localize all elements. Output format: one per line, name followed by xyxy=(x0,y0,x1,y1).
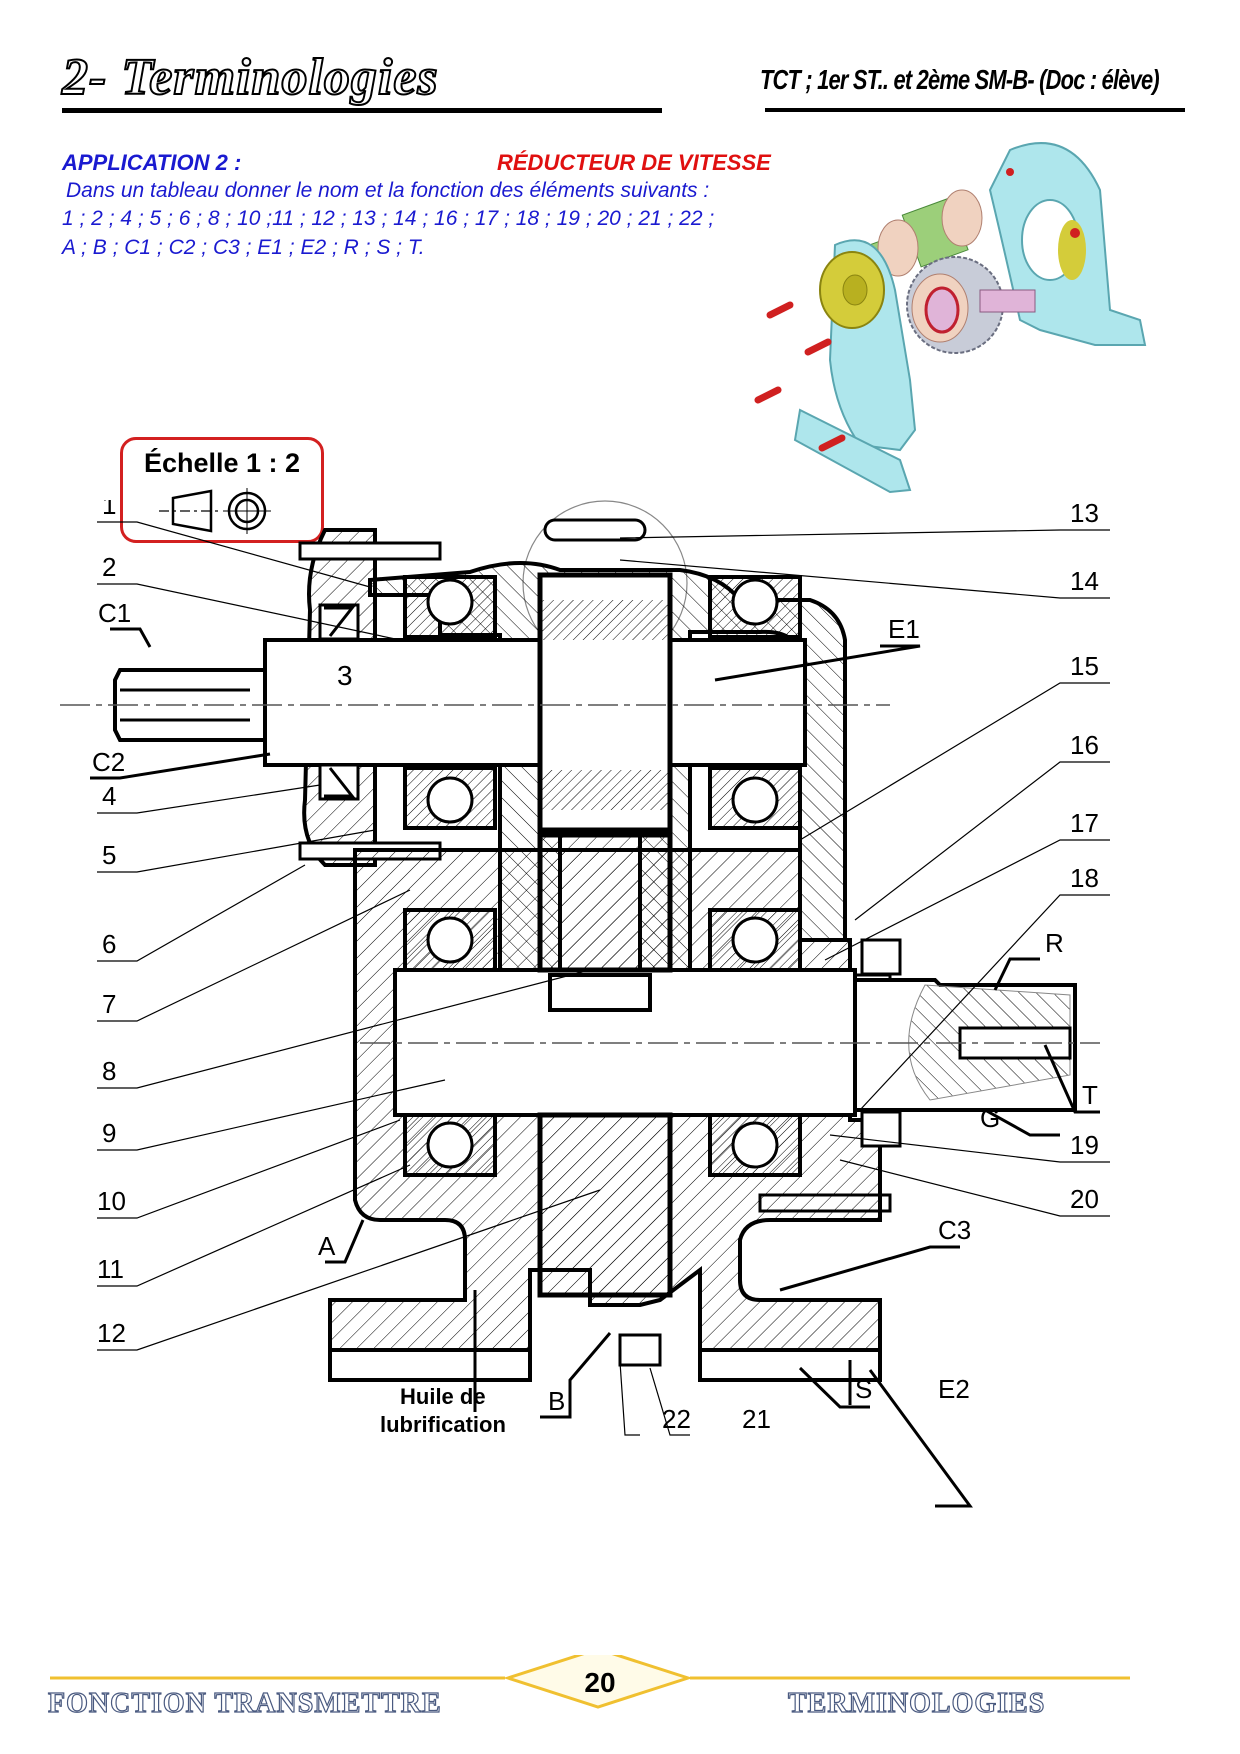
label-A: A xyxy=(318,1231,336,1261)
label-4: 4 xyxy=(102,781,116,811)
label-R: R xyxy=(1045,928,1064,958)
label-15: 15 xyxy=(1070,651,1099,681)
label-12: 12 xyxy=(97,1318,126,1348)
items-list-line1: 1 ; 2 ; 4 ; 5 ; 6 ; 8 ; 10 ;11 ; 12 ; 13… xyxy=(62,207,715,230)
housing-right xyxy=(988,142,1147,346)
housing-left xyxy=(793,239,917,494)
screws xyxy=(754,301,846,452)
label-8: 8 xyxy=(102,1056,116,1086)
label-T: T xyxy=(1082,1080,1098,1110)
oil-label-line2: lubrification xyxy=(380,1412,506,1437)
page-number: 20 xyxy=(584,1667,616,1698)
items-list-line2: A ; B ; C1 ; C2 ; C3 ; E1 ; E2 ; R ; S ;… xyxy=(62,236,425,259)
label-5: 5 xyxy=(102,840,116,870)
title-underline xyxy=(62,108,662,113)
footer-left-text: FONCTION TRANSMETTRE xyxy=(47,1687,442,1719)
leader-lines-right xyxy=(619,529,1110,1436)
label-20: 20 xyxy=(1070,1184,1099,1214)
leader-lines-left xyxy=(97,521,601,1351)
label-22: 22 xyxy=(662,1404,691,1434)
scale-label: Échelle 1 : 2 xyxy=(143,448,301,478)
label-14: 14 xyxy=(1070,566,1099,596)
assembly-drawing: 1 2 C1 C2 4 5 6 7 8 9 10 11 12 3 13 14 E… xyxy=(60,500,1110,1508)
label-E1: E1 xyxy=(888,614,920,644)
oil-label-line1: Huile de xyxy=(400,1384,486,1409)
label-18: 18 xyxy=(1070,863,1099,893)
drain-plug-22 xyxy=(618,1333,662,1367)
footer-right-text: TERMINOLOGIES xyxy=(787,1687,1046,1719)
scale-box: Échelle 1 : 2 xyxy=(120,437,324,543)
bearing-upper-left xyxy=(403,575,497,830)
seal-2 xyxy=(318,603,360,801)
leader-lines-bold xyxy=(90,627,1100,1508)
label-16: 16 xyxy=(1070,730,1099,760)
label-21: 21 xyxy=(742,1404,771,1434)
label-9: 9 xyxy=(102,1118,116,1148)
instruction-text: Dans un tableau donner le nom et la fonc… xyxy=(66,179,710,202)
label-10: 10 xyxy=(97,1186,126,1216)
label-C3: C3 xyxy=(938,1215,971,1245)
footer-decoration xyxy=(50,1655,1130,1709)
seal-18 xyxy=(860,938,902,1148)
projection-symbol-icon xyxy=(159,488,271,534)
label-17: 17 xyxy=(1070,808,1099,838)
label-2: 2 xyxy=(102,552,116,582)
bearing-upper-right xyxy=(708,575,802,830)
section-title: 2- Terminologies xyxy=(61,48,439,107)
pin-13 xyxy=(543,518,647,542)
label-7: 7 xyxy=(102,989,116,1019)
label-G: G xyxy=(980,1103,1000,1133)
application-title: APPLICATION 2 : xyxy=(62,150,242,175)
label-3: 3 xyxy=(337,660,353,691)
label-11: 11 xyxy=(97,1254,124,1284)
label-S: S xyxy=(855,1374,872,1404)
label-6: 6 xyxy=(102,929,116,959)
label-1: 1 xyxy=(102,500,116,520)
label-E2: E2 xyxy=(938,1374,970,1404)
label-19: 19 xyxy=(1070,1130,1099,1160)
label-C2: C2 xyxy=(92,747,125,777)
label-C1: C1 xyxy=(98,598,131,628)
application-subject: RÉDUCTEUR DE VITESSE xyxy=(497,150,771,175)
page-number-diamond xyxy=(503,1655,693,1709)
label-13: 13 xyxy=(1070,500,1099,528)
output-gear xyxy=(906,256,1036,354)
label-B: B xyxy=(548,1386,565,1416)
exploded-view-image xyxy=(754,142,1147,494)
class-level-header: TCT ; 1er ST.. et 2ème SM-B- (Doc : élèv… xyxy=(760,64,1160,95)
header-underline xyxy=(765,108,1185,112)
